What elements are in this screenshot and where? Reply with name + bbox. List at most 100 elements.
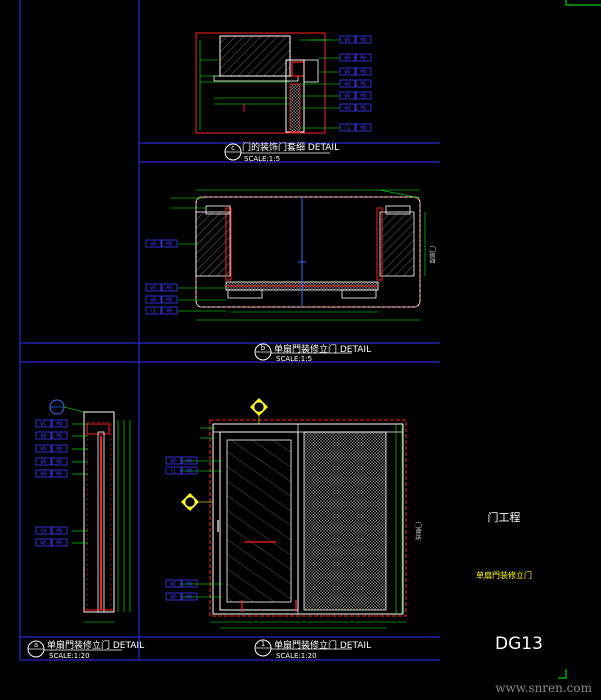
sheet-frame	[19, 0, 601, 679]
material-tag-box	[51, 457, 68, 466]
detail-1-drawing: 门框线	[181, 398, 422, 629]
material-tag-box	[339, 91, 356, 100]
detail-a-leaders	[72, 423, 88, 544]
material-tag-box	[145, 283, 162, 292]
material-tag-code: MD	[360, 126, 366, 132]
material-tag-box	[161, 283, 178, 292]
material-tag-box	[355, 91, 372, 100]
detail-b-drawing: 门扇厚	[170, 189, 436, 321]
detail-b-leaders	[178, 243, 226, 312]
material-tag-box	[355, 103, 372, 112]
material-tag-code: MD	[360, 38, 366, 44]
material-tag-box	[339, 35, 356, 44]
material-tag-box	[161, 295, 178, 304]
material-tag-box	[165, 456, 182, 465]
material-tag-box	[35, 526, 52, 535]
detail-1-leaders	[180, 427, 222, 598]
material-tag-code: WC	[40, 422, 46, 428]
material-tag-code: MD	[360, 70, 366, 76]
material-tag-box	[145, 239, 162, 248]
detail-b-side-note: 门扇厚	[428, 246, 436, 264]
detail-c-title-text: 门的装饰门套细 DETAIL	[242, 141, 339, 153]
material-tag-code: MD	[186, 469, 192, 475]
detail-1-side-note: 门框线	[414, 522, 422, 540]
detail-a-title: a 单扇門装修立门 DETAIL SCALE:1:20	[27, 639, 144, 660]
material-tag-box	[181, 592, 198, 601]
material-tag-code: WD	[150, 242, 156, 248]
material-tag-box	[181, 579, 198, 588]
detail-1-title: 1 单扇門装修立门 DETAIL SCALE:1:20	[254, 639, 371, 660]
detail-a-drawing	[49, 399, 131, 623]
detail-1-scale: SCALE:1:20	[276, 652, 317, 660]
detail-b-title-text: 单扇門装修立门 DETAIL	[274, 343, 371, 355]
material-tag-code: MD	[56, 460, 62, 466]
watermark: www.snren.com	[495, 681, 592, 695]
material-tag-box	[339, 123, 356, 132]
material-tag-code: MD	[186, 459, 192, 465]
material-tag: WD MD	[145, 239, 178, 248]
title-block: 门工程 单扇門装修立门 DG13	[476, 510, 543, 654]
material-tag-code: WD	[40, 541, 46, 547]
detail-a-title-text: 单扇門装修立门 DETAIL	[47, 639, 144, 651]
detail-c-drawing	[195, 32, 330, 134]
material-tag-code: WD	[40, 447, 46, 453]
material-tag-box	[165, 579, 182, 588]
material-tag-box	[161, 306, 178, 315]
detail-c-leaders	[300, 39, 340, 129]
material-tag-code: MD	[166, 242, 172, 248]
material-tag-box	[51, 431, 68, 440]
detail-b-scale: SCALE:1:5	[276, 355, 312, 363]
material-tag-box	[51, 419, 68, 428]
material-tag-box	[355, 123, 372, 132]
material-tag-box	[355, 79, 372, 88]
material-tag-code: WD	[40, 460, 46, 466]
material-tag-box	[165, 466, 182, 475]
material-tag-box	[35, 457, 52, 466]
material-tag-code: MD	[56, 422, 62, 428]
detail-1-marker: 1	[261, 640, 265, 648]
material-tag-box	[355, 35, 372, 44]
material-tag: WD MD	[35, 457, 68, 466]
material-tag-code: WD	[344, 106, 350, 112]
material-tag-box	[165, 592, 182, 601]
material-tag-box	[339, 67, 356, 76]
material-tag-code: WD	[344, 38, 350, 44]
detail-c-title: c 门的装饰门套细 DETAIL SCALE:1:5	[224, 141, 339, 163]
detail-c-marker: c	[231, 144, 235, 152]
material-tag-code: MD	[360, 106, 366, 112]
material-tag: WD MD	[339, 103, 372, 112]
material-tag: WC MD	[35, 419, 68, 428]
material-tag-box	[161, 239, 178, 248]
detail-1-title-text: 单扇門装修立门 DETAIL	[274, 639, 371, 651]
material-tag-code: MD	[166, 286, 172, 292]
material-tag-code: CL	[344, 126, 350, 132]
material-tag: CL MD	[339, 123, 372, 132]
material-tag-box	[51, 469, 68, 478]
material-tag-code: CL	[170, 469, 176, 475]
material-tag-code: WD	[170, 459, 176, 465]
material-tag-box	[35, 538, 52, 547]
material-tag-code: WD	[40, 472, 46, 478]
material-tag-code: WD	[40, 434, 46, 440]
material-tag-code: MD	[56, 472, 62, 478]
material-tag-code: MD	[186, 582, 192, 588]
material-tag-code: WD	[344, 82, 350, 88]
material-tag: WD MD	[35, 469, 68, 478]
material-tag-box	[51, 538, 68, 547]
material-tag-box	[35, 444, 52, 453]
material-tag-code: MD	[166, 309, 172, 315]
material-tag-box	[339, 79, 356, 88]
material-tag-box	[181, 456, 198, 465]
material-tag-box	[35, 431, 52, 440]
material-tag-box	[355, 67, 372, 76]
